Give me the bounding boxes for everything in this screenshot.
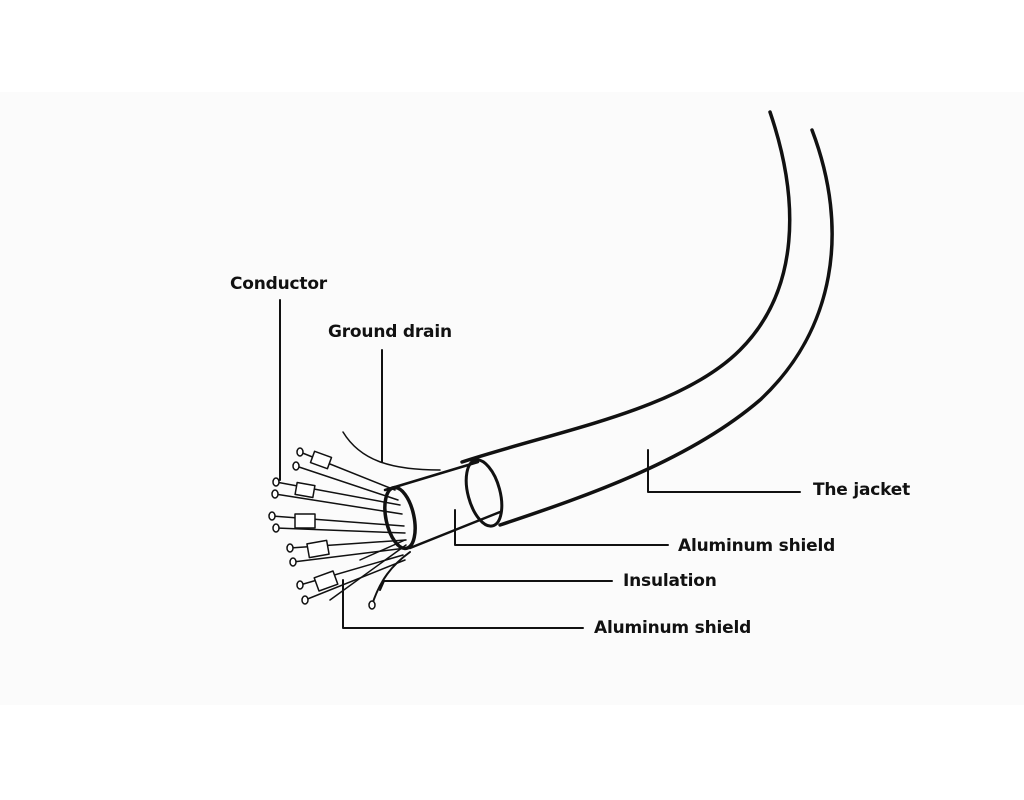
leader-jacket (647, 449, 801, 493)
label-ground-drain: Ground drain (328, 322, 452, 342)
conductor-tips (268, 447, 376, 610)
leader-aluminum-shield-inner (342, 579, 584, 629)
jacket-lower-edge (498, 128, 834, 527)
leader-aluminum-shield-outer (454, 509, 669, 546)
label-aluminum-shield-inner: Aluminum shield (594, 618, 752, 638)
jacket-upper-edge (460, 110, 792, 464)
label-aluminum-shield-outer: Aluminum shield (678, 536, 836, 556)
label-insulation: Insulation (623, 571, 717, 591)
label-conductor: Conductor (230, 274, 327, 294)
leader-insulation (379, 580, 613, 591)
leader-lines (279, 299, 801, 629)
diagram-background (0, 92, 1024, 705)
ground-drain-wire (342, 431, 441, 471)
label-jacket: The jacket (813, 480, 911, 500)
jacket-end (464, 458, 504, 528)
